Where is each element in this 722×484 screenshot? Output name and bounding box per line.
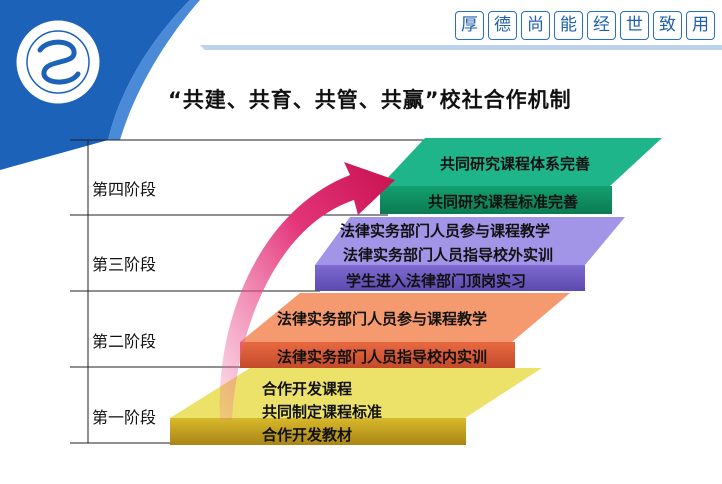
stage-label-4: 第四阶段 xyxy=(92,180,157,199)
step-text: 法律实务部门人员参与课程教学 xyxy=(340,222,551,240)
motto-char: 德 xyxy=(488,11,517,40)
step-text: 法律实务部门人员参与课程教学 xyxy=(277,310,488,328)
step-text: 合作开发教材 xyxy=(262,426,353,444)
step-text: 法律实务部门人员指导校外实训 xyxy=(343,246,554,264)
step-text: 共同制定课程标准 xyxy=(262,403,383,421)
stage-divider-lines xyxy=(70,139,430,444)
page-title: “共建、共育、共管、共赢”校社合作机制 xyxy=(168,88,572,112)
progress-arrow-icon xyxy=(219,162,395,420)
stage3-block xyxy=(315,217,625,291)
motto-char: 世 xyxy=(620,11,649,40)
school-motto: 厚 德 尚 能 经 世 致 用 xyxy=(455,11,715,41)
stage4-block xyxy=(380,138,662,214)
step-text: 共同研究课程体系完善 xyxy=(440,155,591,173)
motto-char: 能 xyxy=(554,11,583,40)
step-text: 学生进入法律部门顶岗实习 xyxy=(346,272,527,290)
motto-char: 用 xyxy=(686,11,715,40)
step-text: 法律实务部门人员指导校内实训 xyxy=(277,348,488,366)
stage2-block xyxy=(240,293,570,368)
stage-label-2: 第二阶段 xyxy=(92,332,157,351)
stage-label-3: 第三阶段 xyxy=(92,255,157,274)
step-text: 共同研究课程标准完善 xyxy=(428,193,579,211)
motto-char: 经 xyxy=(587,11,616,40)
motto-char: 致 xyxy=(653,11,682,40)
school-logo-icon xyxy=(13,17,103,107)
stage1-block xyxy=(170,368,542,445)
stage-label-1: 第一阶段 xyxy=(92,408,157,427)
step-text: 合作开发课程 xyxy=(262,380,353,398)
motto-char: 厚 xyxy=(455,11,484,40)
motto-char: 尚 xyxy=(521,11,550,40)
